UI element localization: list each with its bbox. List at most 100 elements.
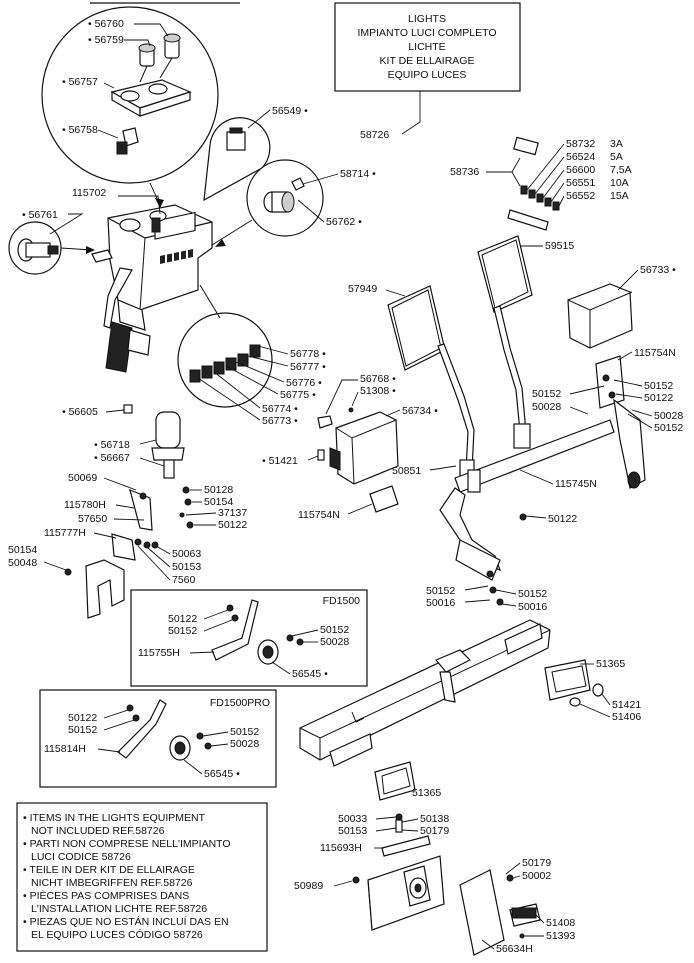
box-56733: 56733 • — [567, 264, 676, 349]
label-56760: • 56760 — [88, 18, 124, 30]
label-58736: 58736 — [450, 166, 479, 178]
fd1500-title: FD1500 — [323, 595, 361, 607]
label-56758: • 56758 — [62, 124, 98, 136]
fuse-rating: 3A — [610, 138, 623, 150]
beacon-assembly: • 56605 • 56718 • 56667 — [62, 404, 185, 479]
fd1500pro-label-50152: 50152 — [68, 724, 97, 736]
note-line: LUCI CODICE 58726 — [31, 851, 131, 863]
label-57650: 57650 — [78, 513, 107, 525]
label-115777H: 115777H — [44, 527, 86, 539]
label-50152-b: 50152 — [644, 380, 673, 392]
note-line: • PARTI NON COMPRESE NELL'IMPIANTO — [23, 838, 231, 850]
tow-bracket-assembly: 50033 50153 50138 50179 115693H 50179 50… — [294, 813, 575, 956]
fd1500pro-label-56545: 56545 • — [204, 768, 240, 780]
label-51308: 51308 • — [360, 385, 396, 397]
note-line: • PIEZAS QUE NO ESTÁN INCLUÍ DAS EN — [23, 915, 229, 928]
label-56634H: 56634H — [496, 943, 533, 955]
label-50002: 50002 — [522, 870, 551, 882]
label-51421-a: • 51421 — [262, 455, 298, 467]
label-50152-d: 50152 — [426, 585, 455, 597]
fd1500-label-50122: 50122 — [168, 613, 197, 625]
label-50033: 50033 — [338, 813, 367, 825]
fd1500pro-label-50122: 50122 — [68, 712, 97, 724]
label-50989: 50989 — [294, 880, 323, 892]
label-50028-b: 50028 — [654, 410, 683, 422]
title-line-2: IMPIANTO LUCI COMPLETO — [357, 27, 496, 39]
label-50153-b: 50153 — [338, 825, 367, 837]
note-line: EL EQUIPO LUCES CÓDIGO 58726 — [31, 928, 203, 941]
switch-detail-circle: • 56760 • 56759 • 56757 • 56758 — [41, 2, 240, 208]
label-115754N-b: 115754N — [298, 509, 340, 521]
label-50016-a: 50016 — [426, 597, 455, 609]
fuse-code: 56551 — [566, 177, 595, 189]
fd1500-label-115755H: 115755H — [138, 647, 180, 659]
label-50179-a: 50179 — [420, 825, 449, 837]
label-115745N: 115745N — [555, 478, 597, 490]
title-box: LIGHTS IMPIANTO LUCI COMPLETO LICHTE KIT… — [334, 2, 521, 141]
label-50069: 50069 — [68, 472, 97, 484]
label-50122-a: 50122 — [644, 392, 673, 404]
label-56773: 56773 • — [262, 415, 298, 427]
label-56775: 56775 • — [280, 389, 316, 401]
note-line: L'INSTALLATION LICHTE REF.58726 — [31, 903, 207, 915]
label-115693H: 115693H — [320, 842, 362, 854]
fd1500pro-label-50152b: 50152 — [230, 726, 259, 738]
label-51365-b: 51365 — [412, 787, 441, 799]
socket-detail: 58714 • 56762 • — [211, 159, 376, 247]
label-50028-a: 50028 — [532, 401, 561, 413]
label-115754N-a: 115754N — [634, 347, 676, 359]
label-51406: 51406 — [612, 711, 641, 723]
key-detail: • 56761 — [8, 209, 95, 275]
label-115780H: 115780H — [64, 499, 106, 511]
title-line-1: LIGHTS — [408, 13, 446, 25]
fd1500pro-box: FD1500PRO 50122 50152 50152 50028 115814… — [39, 689, 277, 788]
fuse-code: 58732 — [566, 138, 595, 150]
label-56759: • 56759 — [88, 34, 124, 46]
note-line: • PIÈCES PAS COMPRISES DANS — [23, 889, 189, 902]
console-assembly: 115702 — [72, 187, 213, 373]
label-51421-b: 51421 — [612, 699, 641, 711]
note-line: NOT INCLUDED REF.58726 — [31, 825, 165, 837]
label-56718: • 56718 — [94, 439, 130, 451]
fd1500-label-56545: 56545 • — [292, 668, 328, 680]
label-50179-b: 50179 — [522, 857, 551, 869]
label-56733: 56733 • — [640, 264, 676, 276]
label-59515: 59515 — [545, 240, 574, 252]
fuse-code: 56524 — [566, 151, 595, 163]
label-56762: 56762 • — [326, 216, 362, 228]
relay-detail: 56549 • — [203, 105, 308, 202]
fuse-rating: 15A — [610, 190, 629, 202]
fuse-rating: 10A — [610, 177, 629, 189]
label-56761: • 56761 — [22, 209, 58, 221]
fd1500pro-label-115814H: 115814H — [44, 743, 86, 755]
title-line-3: LICHTE — [408, 41, 445, 53]
note-line: • ITEMS IN THE LIGHTS EQUIPMENT — [23, 812, 206, 824]
fd1500-box: FD1500 50122 50152 50152 50028 115755H 5… — [130, 589, 368, 687]
label-56757: • 56757 — [62, 76, 98, 88]
note-line: • TEILE IN DER KIT DE ELLAIRAGE — [23, 864, 195, 876]
label-50138: 50138 — [420, 813, 449, 825]
fd1500-label-50152: 50152 — [168, 625, 197, 637]
battery-56734: 56768 • 51308 • 56734 • • 51421 — [262, 373, 438, 485]
label-50128: 50128 — [204, 484, 233, 496]
label-51408: 51408 — [546, 917, 575, 929]
fuse-code: 56552 — [566, 190, 595, 202]
label-50851: 50851 — [392, 465, 421, 477]
label-56605: • 56605 — [62, 406, 98, 418]
label-56774: 56774 • — [262, 403, 298, 415]
label-56667: • 56667 — [94, 452, 130, 464]
title-line-5: EQUIPO LUCES — [388, 69, 467, 81]
label-37137: 37137 — [218, 507, 247, 519]
label-50152-c: 50152 — [654, 422, 683, 434]
label-56734: 56734 • — [402, 405, 438, 417]
label-50153-a: 50153 — [172, 561, 201, 573]
fd1500-label-50028: 50028 — [320, 636, 349, 648]
label-57949: 57949 — [348, 283, 377, 295]
label-50154-b: 50154 — [8, 544, 37, 556]
title-ref-label: 58726 — [360, 129, 389, 141]
fuse-code: 56600 — [566, 164, 595, 176]
label-50154-a: 50154 — [204, 496, 233, 508]
